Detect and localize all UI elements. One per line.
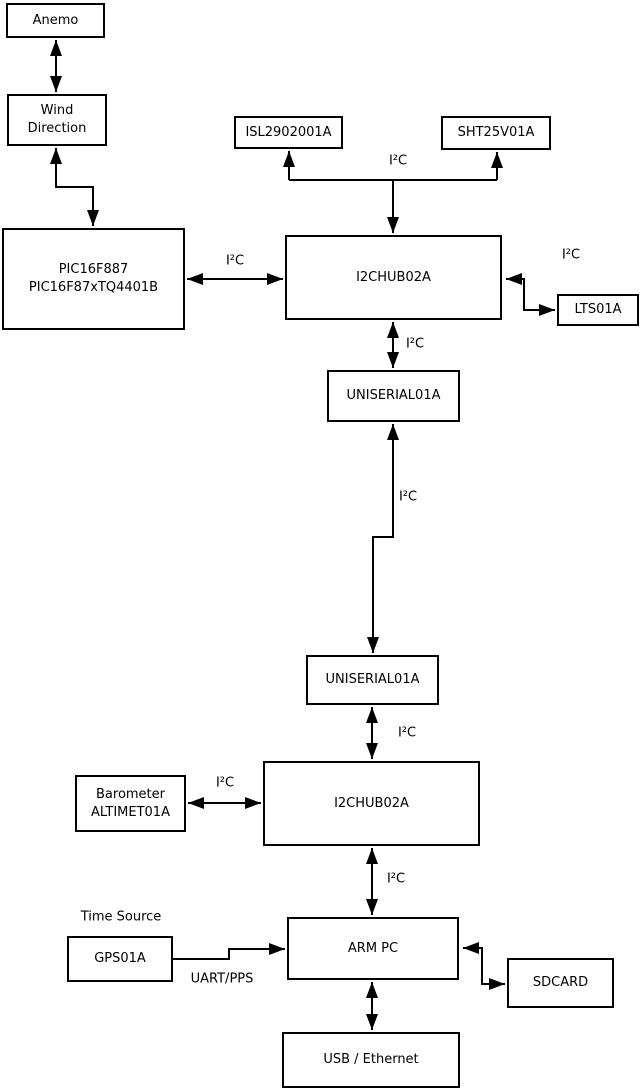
label-time-source: Time Source [80, 909, 162, 925]
node-barometer-altimet01a: Barometer ALTIMET01A [75, 775, 186, 832]
node-anemo: Anemo [6, 3, 105, 38]
label-i2c-hub2-arm: I²C [386, 871, 406, 887]
node-i2chub02a-upper: I2CHUB02A [285, 235, 502, 320]
label-i2c-baro-hub2: I²C [215, 775, 235, 791]
node-arm-pc: ARM PC [287, 917, 459, 980]
label-i2c-long-link: I²C [398, 489, 418, 505]
node-lts01a: LTS01A [557, 294, 639, 326]
node-sht25v01a: SHT25V01A [441, 116, 551, 150]
node-gps01a: GPS01A [67, 936, 173, 982]
node-i2chub02a-lower: I2CHUB02A [263, 761, 480, 846]
edge-wind-pic [50, 148, 99, 226]
node-usb-ethernet: USB / Ethernet [282, 1032, 460, 1088]
node-isl2902001a: ISL2902001A [234, 116, 343, 149]
label-i2c-hub1-uni1: I²C [405, 336, 425, 352]
label-i2c-hub1-lts: I²C [561, 247, 581, 263]
node-sdcard: SDCARD [507, 958, 614, 1008]
node-pic16f887: PIC16F887 PIC16F87xTQ4401B [2, 228, 185, 330]
label-uart-pps: UART/PPS [190, 971, 254, 987]
label-i2c-uni2-hub2: I²C [397, 725, 417, 741]
node-uniserial01a-lower: UNISERIAL01A [306, 655, 439, 705]
label-i2c-sensor-bus: I²C [388, 153, 408, 169]
edge-uni1-uni2 [367, 424, 399, 653]
label-i2c-pic-hub1: I²C [225, 253, 245, 269]
node-wind-direction: Wind Direction [7, 94, 107, 146]
node-uniserial01a-upper: UNISERIAL01A [327, 370, 460, 422]
edge-arm-sdcard [463, 942, 505, 990]
edge-gps-arm [173, 943, 285, 960]
edge-hub1-lts [506, 273, 555, 316]
